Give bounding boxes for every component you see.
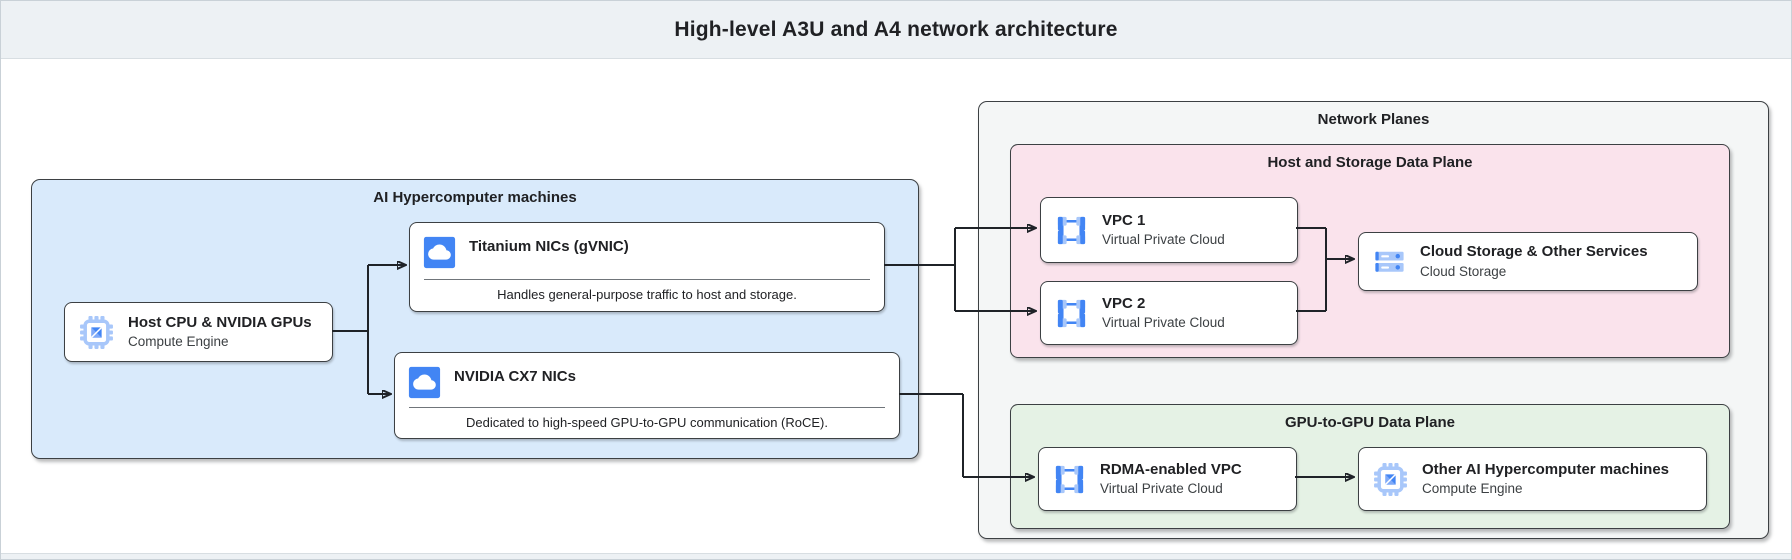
network-planes-label: Network Planes <box>1317 111 1430 128</box>
node-title: Other AI Hypercomputer machines <box>1422 460 1670 478</box>
node-cloud-storage: Cloud Storage & Other Services Cloud Sto… <box>1358 232 1698 291</box>
gpu-plane-label: GPU-to-GPU Data Plane <box>1284 414 1456 431</box>
node-other-ai-machines: Other AI Hypercomputer machines Compute … <box>1358 447 1707 511</box>
node-text: Cloud Storage & Other Services Cloud Sto… <box>1420 243 1648 280</box>
node-subtitle: Virtual Private Cloud <box>1102 315 1225 331</box>
compute-engine-icon <box>78 314 115 351</box>
cloud-nic-icon <box>408 366 441 399</box>
ai-hypercomputer-machines-plane: AI Hypercomputer machines Host CPU & NVI… <box>31 179 919 459</box>
host-storage-data-plane: Host and Storage Data Plane VPC 1 Virtua… <box>1010 144 1730 358</box>
diagram-header: High-level A3U and A4 network architectu… <box>1 1 1791 59</box>
node-vpc-1: VPC 1 Virtual Private Cloud <box>1040 197 1298 263</box>
node-text: VPC 1 Virtual Private Cloud <box>1102 212 1225 249</box>
vpc-icon <box>1054 213 1089 248</box>
page-title: High-level A3U and A4 network architectu… <box>674 17 1118 41</box>
vpc-icon <box>1054 296 1089 331</box>
node-title: RDMA-enabled VPC <box>1100 460 1242 478</box>
node-text: Host CPU & NVIDIA GPUs Compute Engine <box>128 314 312 351</box>
node-text: VPC 2 Virtual Private Cloud <box>1102 295 1225 332</box>
node-subtitle: Compute Engine <box>128 334 229 350</box>
node-rdma-vpc: RDMA-enabled VPC Virtual Private Cloud <box>1038 447 1297 511</box>
node-subtitle: Virtual Private Cloud <box>1102 232 1225 248</box>
node-vpc-2: VPC 2 Virtual Private Cloud <box>1040 281 1298 345</box>
node-host-cpu-gpus: Host CPU & NVIDIA GPUs Compute Engine <box>64 302 333 362</box>
network-planes-container: Network Planes Host and Storage Data Pla… <box>978 101 1769 539</box>
separator <box>424 279 870 280</box>
cloud-nic-icon <box>423 236 456 269</box>
node-subtitle: Virtual Private Cloud <box>1100 481 1223 497</box>
node-text: Other AI Hypercomputer machines Compute … <box>1422 461 1669 498</box>
ai-machines-plane-label: AI Hypercomputer machines <box>373 189 577 206</box>
node-titanium-nics: Titanium NICs (gVNIC) Handles general-pu… <box>409 222 885 312</box>
node-title: Titanium NICs (gVNIC) <box>469 238 629 255</box>
cloud-storage-icon <box>1372 244 1407 279</box>
node-title: NVIDIA CX7 NICs <box>454 368 576 385</box>
gpu-to-gpu-data-plane: GPU-to-GPU Data Plane RDMA-enabled VPC V… <box>1010 404 1730 529</box>
node-title: Cloud Storage & Other Services <box>1420 243 1648 261</box>
node-title: VPC 1 <box>1102 211 1146 229</box>
node-title: Host CPU & NVIDIA GPUs <box>128 313 312 331</box>
vpc-icon <box>1052 462 1087 497</box>
node-subtitle: Cloud Storage <box>1420 263 1507 279</box>
node-nvidia-cx7-nics: NVIDIA CX7 NICs Dedicated to high-speed … <box>394 352 900 439</box>
node-description: Dedicated to high-speed GPU-to-GPU commu… <box>466 415 828 430</box>
node-text: RDMA-enabled VPC Virtual Private Cloud <box>1100 461 1242 498</box>
node-title: VPC 2 <box>1102 294 1146 312</box>
node-subtitle: Compute Engine <box>1422 481 1523 497</box>
node-description: Handles general-purpose traffic to host … <box>497 287 797 302</box>
separator <box>409 407 885 408</box>
host-storage-plane-label: Host and Storage Data Plane <box>1267 154 1473 171</box>
footer-strip <box>1 553 1791 559</box>
compute-engine-icon <box>1372 461 1409 498</box>
